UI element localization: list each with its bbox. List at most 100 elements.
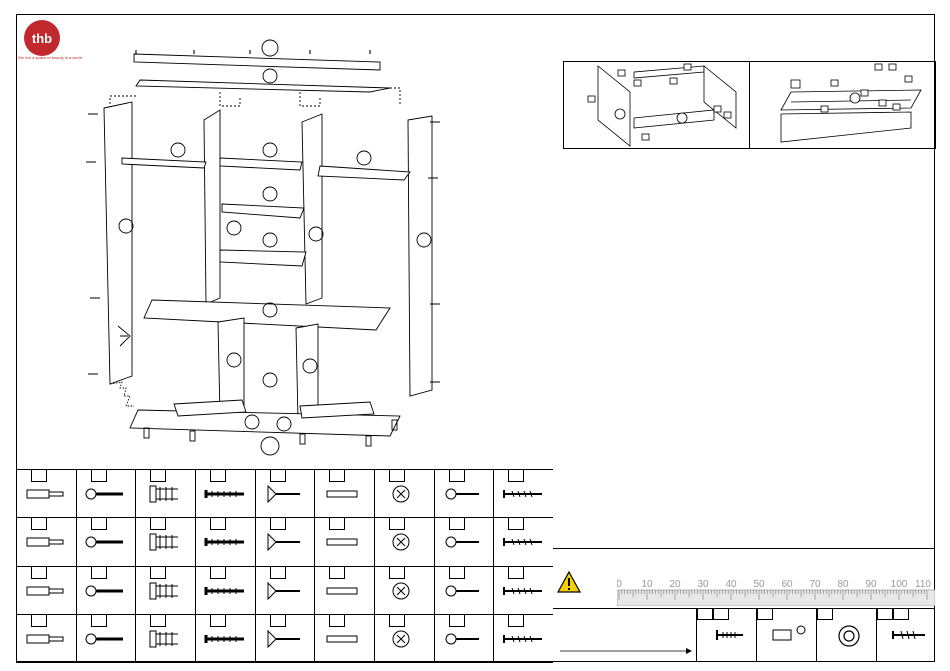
hardware-code-box (31, 566, 47, 579)
corner-bracket-icon (149, 533, 179, 551)
triangle-bracket-icon (267, 533, 300, 552)
footer-strip (553, 608, 935, 662)
hardware-code-box (389, 566, 405, 579)
hardware-code-box (329, 518, 346, 531)
small-screw-icon (392, 630, 410, 648)
hardware-cell (493, 614, 553, 663)
handle-icon (267, 581, 300, 600)
hardware-code-box (508, 518, 525, 531)
long-screw-icon (204, 490, 244, 498)
warning-triangle-icon (556, 570, 582, 593)
hardware-code-box (210, 566, 226, 579)
hanging-rail-icon (204, 586, 244, 595)
ruler-label: 100 (891, 579, 908, 590)
hardware-code-box (508, 614, 525, 627)
shelf-support-icon (326, 587, 358, 594)
hardware-code-box (90, 566, 107, 579)
bearing-icon (838, 625, 860, 647)
hardware-cell (314, 566, 374, 615)
hardware-cell (195, 566, 255, 615)
hardware-code-box (90, 614, 107, 627)
hardware-cell (254, 614, 315, 663)
knob-icon (26, 586, 64, 595)
ruler-label: 40 (725, 579, 737, 590)
hardware-cell (433, 470, 494, 519)
plastic-sleeve-icon (392, 533, 410, 551)
hardware-cell (16, 518, 76, 567)
hardware-cell (314, 614, 374, 663)
wall-plug-icon (772, 625, 806, 641)
direction-arrow-icon (560, 648, 692, 654)
ruler-label: 20 (669, 579, 681, 590)
wall-plate-icon (445, 633, 479, 645)
hinge-cup-icon (326, 538, 358, 546)
hardware-code-box (90, 518, 107, 531)
hardware-cell (374, 470, 434, 519)
hardware-code-box (31, 614, 47, 627)
hardware-cell (254, 518, 315, 567)
hardware-code-box (31, 470, 47, 482)
hardware-cell (135, 614, 195, 663)
hardware-code-box (448, 470, 465, 482)
footer-cell-1 (696, 608, 756, 662)
warning-panel (553, 548, 935, 608)
brand-tagline: We live a space of beauty in a world (18, 55, 82, 60)
sheet-frame (16, 14, 935, 662)
hardware-cell (135, 566, 195, 615)
wood-dowel-icon (326, 490, 358, 498)
hardware-code-box (210, 518, 226, 531)
hardware-cell (195, 614, 255, 663)
hardware-cell (314, 518, 374, 567)
hardware-cell (493, 470, 553, 519)
hardware-code-box (448, 518, 465, 531)
hardware-code-box (150, 614, 167, 627)
hardware-code-box (210, 614, 226, 627)
nail-icon (85, 633, 123, 645)
hardware-cell (374, 614, 434, 663)
drawer-detail-divider (749, 61, 750, 149)
ring-icon (445, 536, 479, 548)
angle-bracket-icon (204, 538, 244, 547)
hardware-code-box (329, 614, 346, 627)
wardrobe-exploded-diagram (86, 39, 440, 456)
hardware-cell (433, 614, 494, 663)
hardware-cell (75, 566, 136, 615)
anchor-screw-icon (892, 630, 925, 640)
dowel-icon (26, 489, 64, 499)
ruler-label: 80 (837, 579, 849, 590)
hardware-code-box (448, 614, 465, 627)
hardware-cell (16, 566, 76, 615)
hardware-code-box (389, 518, 405, 531)
hardware-cell (75, 470, 136, 519)
cover-cap-icon (149, 582, 179, 599)
rail-profile-icon (445, 585, 479, 596)
rod-icon (26, 537, 64, 547)
hardware-code-box (389, 614, 405, 627)
screw-icon (716, 630, 743, 640)
ruler-label: 10 (641, 579, 653, 590)
hardware-cell (314, 470, 374, 519)
cam-screw-icon (85, 488, 123, 500)
brand-logo: thb (24, 20, 60, 56)
drawer-slide-pair-icon (267, 629, 300, 648)
drawer-assembly-step-2 (780, 63, 922, 143)
hardware-cell (16, 470, 76, 519)
hardware-cell (254, 566, 315, 615)
small-plate-icon (503, 634, 543, 643)
hardware-cell (374, 518, 434, 567)
footer-cell-4 (876, 608, 935, 662)
hardware-code-box (389, 470, 405, 482)
hardware-cell (493, 566, 553, 615)
ruler-label: 60 (781, 579, 793, 590)
countersunk-screw-icon (267, 484, 300, 504)
cam-lock-icon (392, 485, 410, 503)
hardware-code-box (329, 470, 346, 482)
hardware-grid (16, 469, 553, 663)
ruler-label: 110 (915, 579, 931, 590)
hardware-code-box (269, 614, 286, 627)
footer-cell-2 (756, 608, 816, 662)
ruler-label: 90 (865, 579, 877, 590)
footer-cell-3 (816, 608, 876, 662)
hardware-code-box (210, 470, 226, 482)
